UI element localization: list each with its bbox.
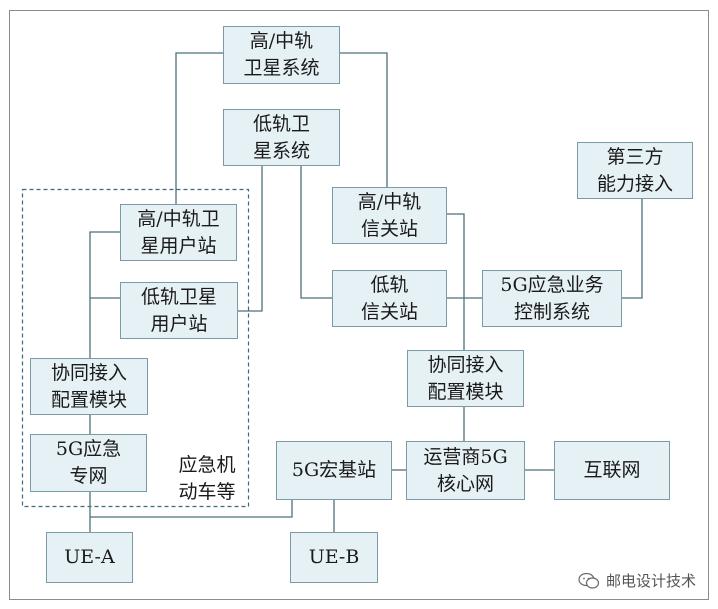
third-party-access: 第三方 能力接入 — [577, 142, 693, 199]
link-geo-sat-gateway — [340, 52, 388, 187]
geo-user-station: 高/中轨卫 星用户站 — [120, 204, 237, 261]
vehicle-region — [21, 188, 250, 508]
ue-b: UE-B — [290, 532, 378, 583]
coordination-module-left: 协同接入 配置模块 — [30, 358, 148, 415]
link-geo-gateway-backbone — [447, 213, 465, 350]
geo-gateway-station: 高/中轨 信关站 — [332, 187, 447, 244]
link-leo-sat-gateway — [300, 166, 332, 299]
emergency-private-network: 5G应急 专网 — [30, 434, 147, 492]
wechat-icon — [578, 572, 600, 589]
watermark-text: 邮电设计技术 — [605, 572, 696, 590]
internet: 互联网 — [554, 441, 670, 500]
link-bs-uea — [90, 500, 293, 518]
outer-frame — [9, 10, 709, 600]
leo-user-station: 低轨卫星 用户站 — [120, 282, 238, 339]
link-geo-sat-user — [175, 52, 223, 204]
leo-satellite-system: 低轨卫 星系统 — [223, 109, 340, 166]
leo-gateway-station: 低轨 信关站 — [332, 270, 447, 327]
link-geo-user-bus — [89, 231, 120, 358]
link-leo-sat-user — [238, 166, 263, 312]
emergency-vehicle-label: 应急机 动车等 — [178, 454, 236, 503]
link-thirdparty-control — [622, 199, 643, 299]
operator-5g-core: 运营商5G 核心网 — [406, 441, 525, 500]
macro-base-station: 5G宏基站 — [276, 441, 392, 500]
geo-satellite-system: 高/中轨 卫星系统 — [223, 26, 340, 84]
coordination-module-right: 协同接入 配置模块 — [407, 350, 524, 407]
emergency-control-system: 5G应急业务 控制系统 — [482, 270, 622, 327]
ue-a: UE-A — [46, 532, 133, 583]
watermark: 邮电设计技术 — [578, 570, 696, 591]
